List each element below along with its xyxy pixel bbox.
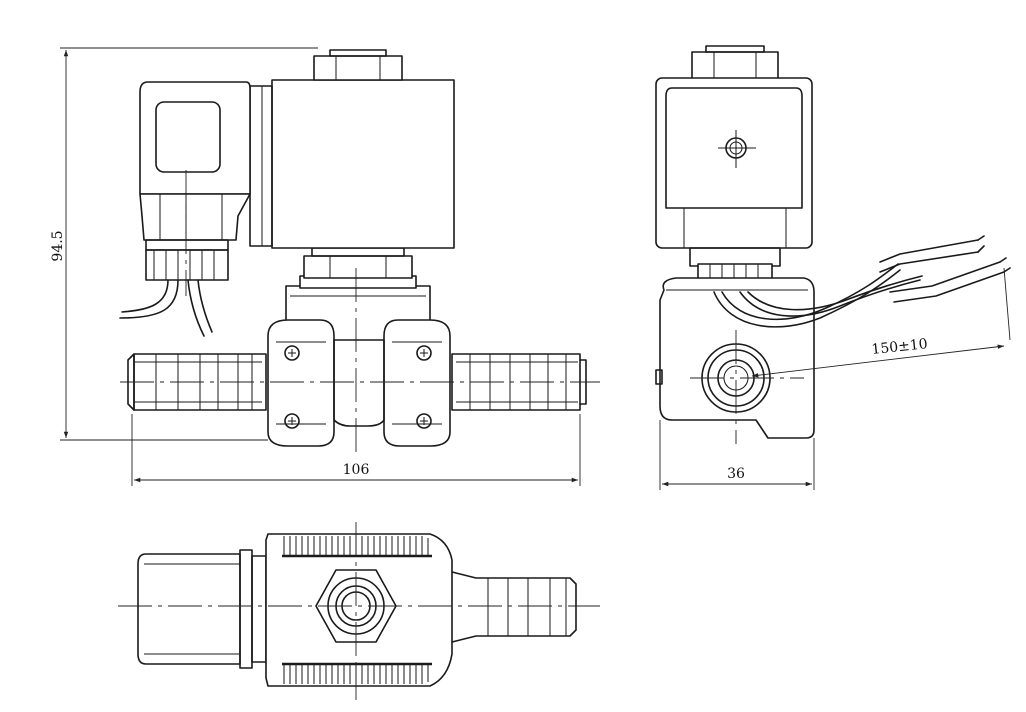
length-label: 106 [343,462,370,478]
lead-length-label: 150±10 [871,336,929,358]
side-view [655,45,1011,444]
front-view [119,49,600,452]
width-dimension [659,420,815,490]
length-dimension [131,414,581,486]
top-fins [282,536,432,684]
side-lead-wires [713,269,901,328]
height-label: 94.5 [50,230,66,261]
lower-nut [303,255,413,279]
coil [271,79,455,249]
height-dimension [60,47,318,441]
width-label: 36 [727,466,745,482]
left-flange [267,319,335,447]
side-body [659,277,815,439]
right-flange [383,319,451,447]
lead-length-dimension [751,267,1011,378]
top-nut [313,55,403,81]
top-connector [137,553,241,665]
top-view [118,522,600,700]
side-connector [655,77,813,249]
